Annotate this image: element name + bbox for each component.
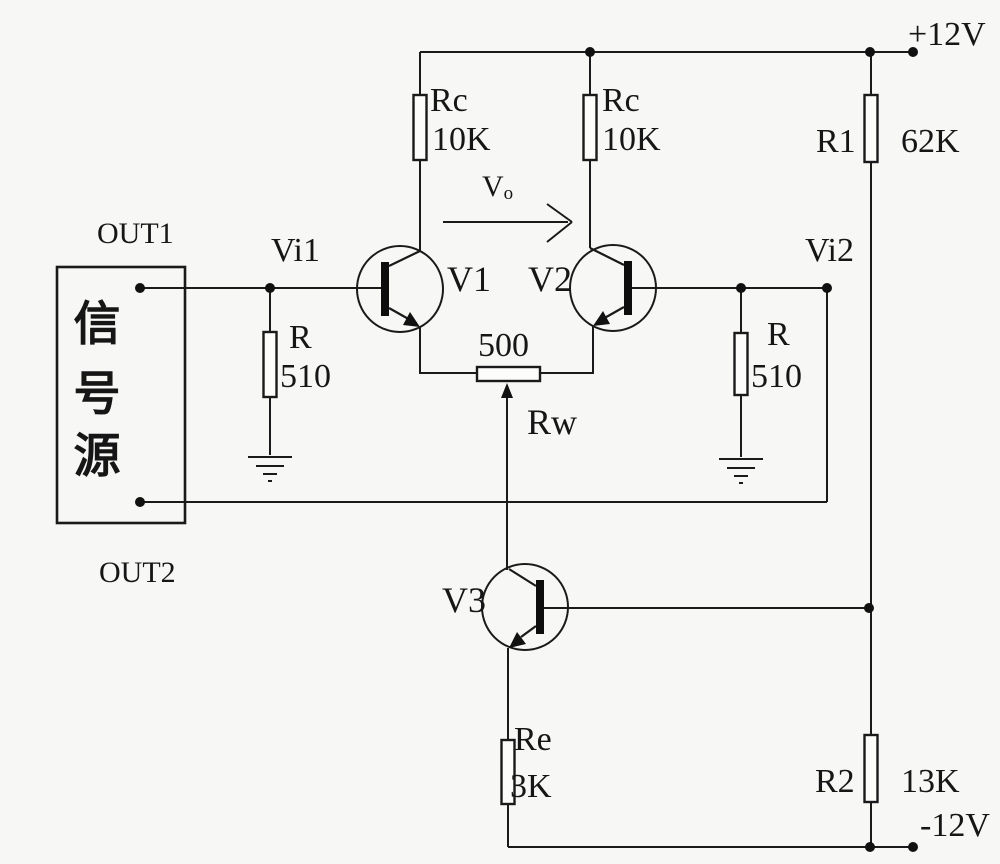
wires — [140, 51, 913, 848]
potentiometer-wiper-arrow-icon — [501, 383, 513, 398]
junction-dot-top-rc — [585, 47, 595, 57]
wire-v1-emitter-to-pot — [419, 327, 477, 374]
v3-label: V3 — [442, 580, 486, 620]
rw-name-label: Rw — [527, 402, 577, 442]
v3-emitter-arrow-icon — [509, 632, 526, 648]
v2-emitter-arrow-icon — [593, 311, 610, 326]
re-value-label: 3K — [510, 768, 552, 805]
v2-circle — [569, 244, 657, 332]
junction-dot-r510-right — [736, 283, 746, 293]
potentiometer-rw-body — [475, 365, 542, 383]
junction-dot-bottom-r2 — [865, 842, 875, 852]
junction-dot-vi2 — [822, 283, 832, 293]
rc-right-value-label: 10K — [602, 121, 661, 158]
vi1-label: Vi1 — [271, 232, 320, 269]
junction-dot-top-r1 — [865, 47, 875, 57]
out2-label: OUT2 — [99, 556, 176, 589]
resistor-rc-left-body — [412, 93, 428, 162]
r510-right-name-label: R — [767, 316, 790, 353]
r510-left-value-label: 510 — [280, 358, 331, 395]
resistor-re-body — [500, 738, 516, 806]
r510-right-value-label: 510 — [751, 358, 802, 395]
v3-base-bar — [536, 580, 544, 634]
terminal-dot-plus12v — [908, 47, 918, 57]
labels: +12V -12V Rc 10K Rc 10K R1 62K R2 13K R … — [271, 16, 990, 844]
rc-left-name-label: Rc — [430, 82, 468, 119]
signal-source-char-3: 源 — [74, 429, 121, 484]
transistor-v1 — [356, 245, 444, 333]
v1-emitter-arrow-icon — [403, 312, 420, 327]
resistor-r2-body — [863, 733, 879, 804]
plus12v-label: +12V — [908, 16, 986, 53]
out1-label: OUT1 — [97, 217, 174, 250]
vo-label-sub: o — [504, 183, 514, 204]
junction-dot-vi1 — [265, 283, 275, 293]
v2-collector-lead — [589, 247, 625, 266]
rc-right-name-label: Rc — [602, 82, 640, 119]
minus12v-label: -12V — [920, 807, 990, 844]
v3-circle — [481, 563, 569, 651]
signal-source-char-2: 号 — [74, 367, 121, 422]
v1-collector-lead — [388, 250, 421, 267]
signal-source-char-1: 信 — [74, 297, 121, 352]
resistor-r510-left-body — [262, 330, 278, 399]
resistor-r510-right-body — [733, 331, 749, 397]
v1-label: V1 — [447, 259, 491, 299]
v2-base-bar — [624, 261, 632, 315]
r1-name-label: R1 — [816, 123, 856, 160]
r510-left-name-label: R — [289, 319, 312, 356]
resistor-r1-body — [863, 93, 879, 164]
r1-value-label: 62K — [901, 123, 960, 160]
junction-dot-out1 — [135, 283, 145, 293]
r2-name-label: R2 — [815, 763, 855, 800]
vo-arrowhead-icon — [546, 203, 573, 243]
v2-label: V2 — [528, 259, 572, 299]
v3-collector-lead — [508, 568, 537, 587]
r2-value-label: 13K — [901, 763, 960, 800]
vo-label: Vo — [482, 170, 513, 204]
v3-emitter-lead — [520, 625, 537, 638]
transistor-v3 — [481, 563, 569, 651]
resistor-rc-right-body — [582, 93, 598, 162]
signal-source-box — [55, 265, 187, 525]
re-name-label: Re — [514, 721, 552, 758]
rc-left-value-label: 10K — [432, 121, 491, 158]
transistor-v2 — [569, 244, 657, 332]
resistors — [262, 93, 879, 806]
wire-v2-emitter-to-pot — [540, 326, 594, 374]
ground-symbol-left — [248, 456, 292, 482]
ground-symbol-right — [719, 458, 763, 484]
terminal-dot-minus12v — [908, 842, 918, 852]
v1-circle — [356, 245, 444, 333]
vo-arrow — [443, 203, 573, 243]
junction-dot-out2 — [135, 497, 145, 507]
vi2-label: Vi2 — [805, 232, 854, 269]
v1-base-bar — [381, 262, 389, 316]
junction-dots — [135, 47, 918, 852]
vo-label-main: V — [482, 170, 504, 203]
rw-value-label: 500 — [478, 327, 529, 364]
junction-dot-v3-base — [864, 603, 874, 613]
signal-source: 信 号 源 OUT1 OUT2 — [55, 217, 187, 589]
